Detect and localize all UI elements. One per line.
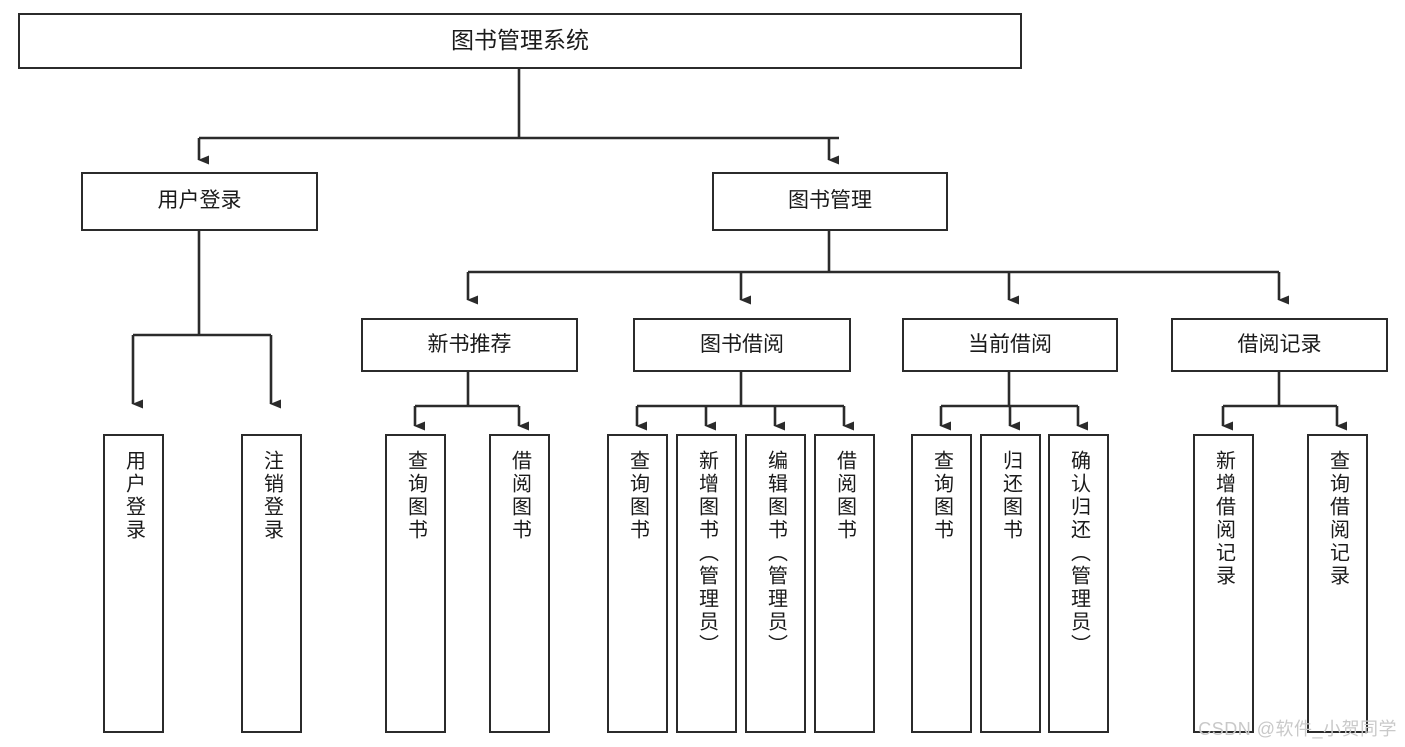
node-borrow-record-label: 借阅记录	[1237, 332, 1322, 356]
node-borrow-record[interactable]: 借阅记录	[1171, 318, 1388, 372]
node-leaf-logout[interactable]: 注销登录	[241, 434, 302, 733]
node-leaf-user-login-label: 用户登录	[122, 450, 145, 542]
node-leaf-borrow-book-recommend-label: 借阅图书	[508, 450, 531, 542]
node-leaf-edit-book[interactable]: 编辑图书（管理员）	[745, 434, 806, 733]
node-leaf-query-book-current-label: 查询图书	[930, 450, 953, 542]
node-leaf-logout-label: 注销登录	[260, 450, 283, 542]
node-new-book-recommend[interactable]: 新书推荐	[361, 318, 578, 372]
node-current-borrow[interactable]: 当前借阅	[902, 318, 1118, 372]
node-leaf-borrow-book-recommend[interactable]: 借阅图书	[489, 434, 550, 733]
node-leaf-confirm-return[interactable]: 确认归还（管理员）	[1048, 434, 1109, 733]
node-leaf-return-book-label: 归还图书	[999, 450, 1022, 542]
node-book-manage-label: 图书管理	[788, 189, 872, 213]
node-book-manage[interactable]: 图书管理	[712, 172, 948, 231]
node-current-borrow-label: 当前借阅	[968, 332, 1052, 356]
node-leaf-query-book-recommend-label: 查询图书	[404, 450, 427, 542]
node-leaf-query-borrow-record[interactable]: 查询借阅记录	[1307, 434, 1368, 733]
node-leaf-return-book[interactable]: 归还图书	[980, 434, 1041, 733]
node-leaf-edit-book-label: 编辑图书（管理员）	[764, 450, 787, 657]
node-new-book-recommend-label: 新书推荐	[427, 332, 512, 356]
node-leaf-query-book-borrow-label: 查询图书	[626, 450, 649, 542]
node-leaf-borrow-book-label: 借阅图书	[833, 450, 856, 542]
node-user-login-label: 用户登录	[157, 189, 242, 213]
node-leaf-query-book-recommend[interactable]: 查询图书	[385, 434, 446, 733]
node-leaf-query-book-current[interactable]: 查询图书	[911, 434, 972, 733]
node-leaf-add-book[interactable]: 新增图书（管理员）	[676, 434, 737, 733]
node-leaf-borrow-book[interactable]: 借阅图书	[814, 434, 875, 733]
node-user-login[interactable]: 用户登录	[81, 172, 318, 231]
node-leaf-query-borrow-record-label: 查询借阅记录	[1326, 450, 1349, 588]
node-leaf-add-book-label: 新增图书（管理员）	[695, 450, 718, 657]
node-root-system-label: 图书管理系统	[451, 27, 589, 54]
node-book-borrow-label: 图书借阅	[700, 332, 784, 356]
node-leaf-confirm-return-label: 确认归还（管理员）	[1067, 450, 1090, 657]
node-book-borrow[interactable]: 图书借阅	[633, 318, 851, 372]
csdn-watermark: CSDN @软件_小贺同学	[1198, 719, 1397, 739]
node-leaf-add-borrow-record-label: 新增借阅记录	[1212, 450, 1235, 588]
node-leaf-add-borrow-record[interactable]: 新增借阅记录	[1193, 434, 1254, 733]
node-leaf-user-login[interactable]: 用户登录	[103, 434, 164, 733]
node-leaf-query-book-borrow[interactable]: 查询图书	[607, 434, 668, 733]
node-root-system[interactable]: 图书管理系统	[18, 13, 1022, 69]
